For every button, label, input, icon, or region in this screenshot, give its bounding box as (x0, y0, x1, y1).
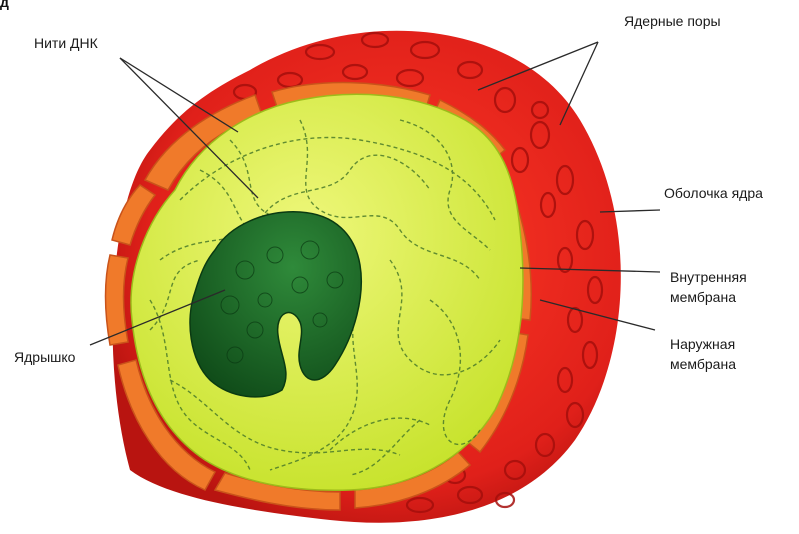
label-nuclear-envelope: Оболочка ядра (664, 184, 763, 203)
label-outer-membrane-line1: Наружная (670, 335, 735, 354)
label-nucleolus: Ядрышко (14, 348, 75, 367)
label-inner-membrane-line2: мембрана (670, 288, 736, 307)
label-inner-membrane-line1: Внутренняя (670, 268, 747, 287)
label-nuclear-pores: Ядерные поры (624, 12, 721, 31)
label-dna-threads: Нити ДНК (34, 34, 98, 53)
corner-mark: д (0, 0, 9, 10)
label-outer-membrane-line2: мембрана (670, 355, 736, 374)
